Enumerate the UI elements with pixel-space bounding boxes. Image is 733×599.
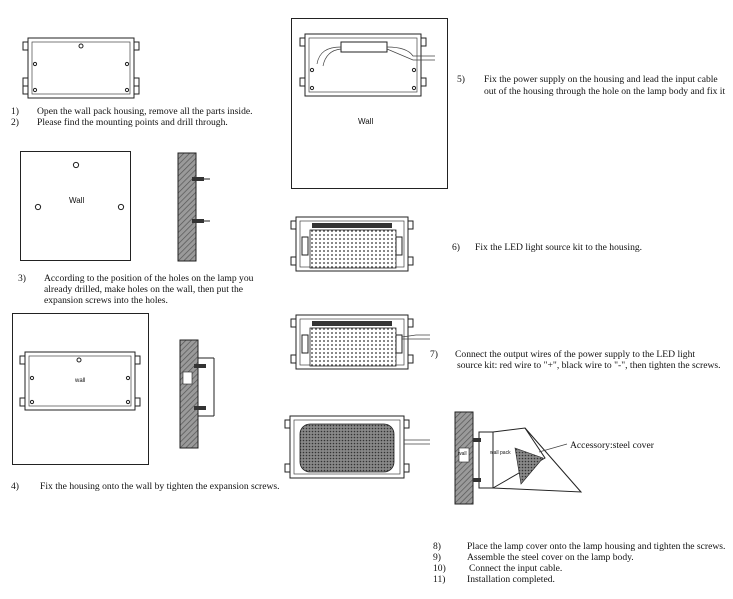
- step-4: 4) Fix the housing onto the wall by tigh…: [11, 481, 280, 492]
- step-1: 1) Open the wall pack housing, remove al…: [11, 106, 253, 117]
- step-5: 5) Fix the power supply on the housing a…: [457, 74, 725, 97]
- step-7: 7) Connect the output wires of the power…: [430, 349, 721, 371]
- step-10: 10) Connect the input cable.: [433, 563, 562, 574]
- step-6: 6) Fix the LED light source kit to the h…: [452, 242, 642, 253]
- wall-panel: Wall: [291, 18, 448, 189]
- step-text-line: already drilled, make holes on the wall,…: [44, 284, 244, 295]
- step-text-line: source kit: red wire to "+", black wire …: [457, 360, 721, 371]
- step-8: 8) Place the lamp cover onto the lamp ho…: [433, 541, 725, 552]
- step-number: 2): [11, 117, 19, 128]
- step-3: 3) According to the position of the hole…: [18, 273, 253, 306]
- step-number: 11): [433, 574, 446, 585]
- wall-label: Wall: [358, 117, 374, 126]
- step-text-line: out of the housing through the hole on t…: [484, 86, 726, 97]
- step-text: Assemble the steel cover on the lamp bod…: [467, 552, 634, 563]
- step-text-line: Connect the output wires of the power su…: [455, 349, 696, 360]
- step-text: Installation completed.: [467, 574, 555, 585]
- step-text-line: According to the position of the holes o…: [44, 273, 254, 284]
- step-number: 9): [433, 552, 441, 563]
- step-number: 8): [433, 541, 441, 552]
- wall-label-small: wall: [458, 451, 467, 457]
- step-text: Place the lamp cover onto the lamp housi…: [467, 541, 726, 552]
- wall-holes: [34, 161, 125, 211]
- steel-cover-drawing: [454, 411, 583, 505]
- step-number: 3): [18, 273, 26, 284]
- lamp-cover-drawing: [284, 415, 430, 479]
- step-number: 10): [433, 563, 446, 574]
- step-text: Please find the mounting points and dril…: [37, 117, 228, 128]
- step-text: Connect the input cable.: [469, 563, 563, 574]
- power-supply-drawing: [299, 33, 435, 97]
- housing-on-wall-drawing: [19, 351, 141, 411]
- wall-label: Wall: [69, 196, 85, 205]
- wall-section-screws: [177, 152, 210, 262]
- step-text: Fix the housing onto the wall by tighten…: [40, 481, 280, 492]
- step-2: 2) Please find the mounting points and d…: [11, 117, 228, 128]
- step-11: 11) Installation completed.: [433, 574, 555, 585]
- wall-section-housing: [179, 339, 215, 449]
- step-number: 4): [11, 481, 19, 492]
- wiring-drawing: [290, 314, 430, 370]
- wall-panel: [12, 313, 149, 465]
- step-text-line: expansion screws into the holes.: [44, 295, 168, 306]
- step-text-line: Fix the power supply on the housing and …: [484, 74, 718, 85]
- housing-open-drawing: [22, 37, 140, 99]
- step-9: 9) Assemble the steel cover on the lamp …: [433, 552, 634, 563]
- wall-pack-label: wall pack: [490, 450, 511, 456]
- step-number: 1): [11, 106, 19, 117]
- step-number: 6): [452, 242, 460, 253]
- led-kit-drawing: [290, 216, 414, 272]
- accessory-label: Accessory:steel cover: [570, 440, 654, 451]
- step-number: 5): [457, 74, 465, 85]
- wall-label-small: wall: [75, 378, 86, 384]
- step-number: 7): [430, 349, 438, 360]
- wall-panel: Wall: [20, 151, 131, 261]
- step-text: Fix the LED light source kit to the hous…: [475, 242, 643, 253]
- step-text: Open the wall pack housing, remove all t…: [37, 106, 253, 117]
